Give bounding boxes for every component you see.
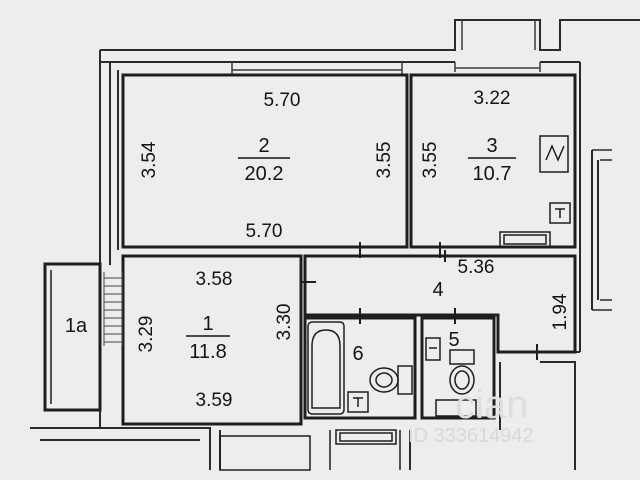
door-marks: [300, 242, 538, 360]
bathtub: [307, 321, 345, 415]
wall-hatch: [103, 272, 123, 346]
dimension-labels: 5.70 5.70 3.54 3.55 3.22 3.55 3.58 3.59 …: [136, 88, 571, 411]
balcony-1a: [43, 262, 102, 412]
room-number: 3: [486, 135, 497, 157]
dim-room2-right: 3.55: [374, 142, 395, 179]
room-number: 6: [352, 343, 363, 365]
sink-room6: [347, 391, 369, 413]
dim-room1-top: 3.58: [196, 269, 233, 290]
sink-room3: [499, 231, 551, 248]
window-top: [231, 20, 541, 75]
toilet-room6: [369, 365, 413, 395]
dim-hall-top: 5.36: [458, 257, 495, 278]
room-number: 1a: [65, 315, 88, 337]
exterior-walls: [30, 19, 640, 470]
room-number: 1: [202, 313, 213, 335]
watermark-brand: cian: [455, 383, 528, 427]
dim-room1-left: 3.29: [136, 316, 157, 353]
toilet-room5: [449, 349, 475, 395]
lower-rect: [219, 435, 311, 471]
dim-room3-left: 3.55: [420, 142, 441, 179]
room-area: 10.7: [473, 163, 512, 185]
room-labels: 1a 1 11.8 2 20.2 3 10.7 4 5 6: [65, 135, 516, 365]
lower-sink: [329, 429, 401, 470]
wc-lower-box: [435, 399, 477, 417]
room-number: 5: [448, 329, 459, 351]
sink-room5: [425, 337, 441, 361]
window-right: [592, 149, 612, 311]
dim-room2-top: 5.70: [264, 90, 301, 111]
room-area: 20.2: [245, 163, 284, 185]
room-number: 4: [432, 279, 443, 301]
dim-room3-top: 3.22: [474, 88, 511, 109]
watermark: cian ID 333614942: [408, 383, 534, 447]
room-walls: [121, 73, 577, 426]
dim-room2-left: 3.54: [139, 141, 160, 178]
room-number: 2: [258, 135, 269, 157]
watermark-id: ID 333614942: [408, 425, 534, 447]
dim-hall-right: 1.94: [550, 293, 571, 330]
room-area: 11.8: [189, 341, 226, 363]
electrical-panel-icon: [539, 135, 569, 173]
outlet-room3: [549, 202, 571, 224]
dim-room2-bottom: 5.70: [246, 221, 283, 242]
dim-room1-right: 3.30: [274, 304, 295, 341]
dim-room1-bottom: 3.59: [196, 390, 233, 411]
